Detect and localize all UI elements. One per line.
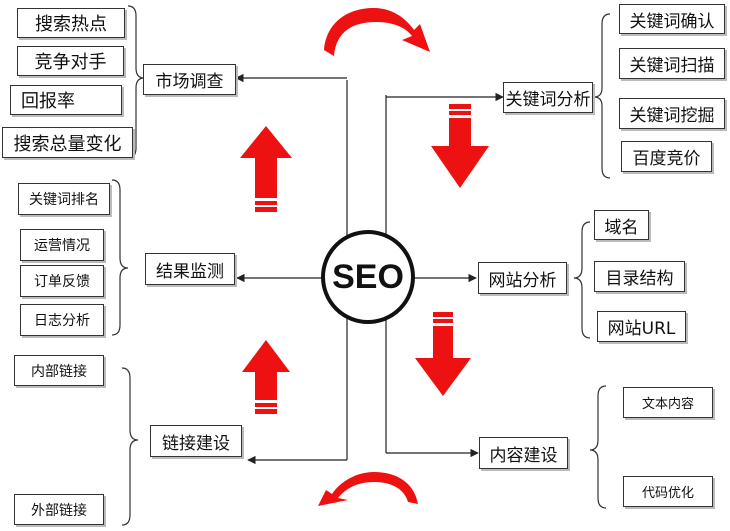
item-site-analysis-2: 目录结构 [594,261,685,292]
item-link-building-1: 内部链接 [14,355,104,386]
item-keyword-analysis-2: 关键词扫描 [619,48,725,79]
brace-result-monitoring [111,179,129,336]
brace-site-analysis [573,221,591,339]
brace-keyword-analysis [593,13,611,179]
node-result-monitoring: 结果监测 [145,253,235,285]
node-site-analysis: 网站分析 [478,262,567,294]
item-result-monitoring-1: 关键词排名 [18,183,110,215]
item-result-monitoring-2: 运营情况 [20,229,104,261]
brace-content-building [589,385,607,509]
node-keyword-analysis: 关键词分析 [503,82,593,113]
item-content-building-1: 文本内容 [623,387,713,418]
item-market-research-1: 搜索热点 [17,8,125,38]
item-content-building-2: 代码优化 [623,476,713,507]
item-market-research-4: 搜索总量变化 [2,127,133,158]
node-market-research: 市场调查 [143,64,236,95]
item-keyword-analysis-3: 关键词挖掘 [619,98,725,129]
item-keyword-analysis-4: 百度竞价 [621,141,712,172]
item-market-research-2: 竞争对手 [17,46,124,76]
item-link-building-2: 外部链接 [14,494,104,525]
item-market-research-3: 回报率 [10,85,122,115]
seo-center-circle [321,230,415,324]
arrow-down-upper [431,104,489,188]
seo-center-label: SEO [332,257,404,296]
node-link-building: 链接建设 [150,425,242,457]
curved-arrow-bottom [318,472,418,506]
item-result-monitoring-4: 日志分析 [20,304,104,336]
arrow-down-lower [415,312,471,396]
arrow-up-lower [242,340,290,414]
node-content-building: 内容建设 [479,437,568,469]
item-result-monitoring-3: 订单反馈 [20,265,104,297]
item-site-analysis-3: 网站URL [597,311,686,342]
curved-arrow-top [324,8,430,56]
item-keyword-analysis-1: 关键词确认 [619,4,725,34]
item-site-analysis-1: 域名 [594,210,649,240]
brace-link-building [121,367,139,526]
arrow-up-upper [240,126,292,212]
